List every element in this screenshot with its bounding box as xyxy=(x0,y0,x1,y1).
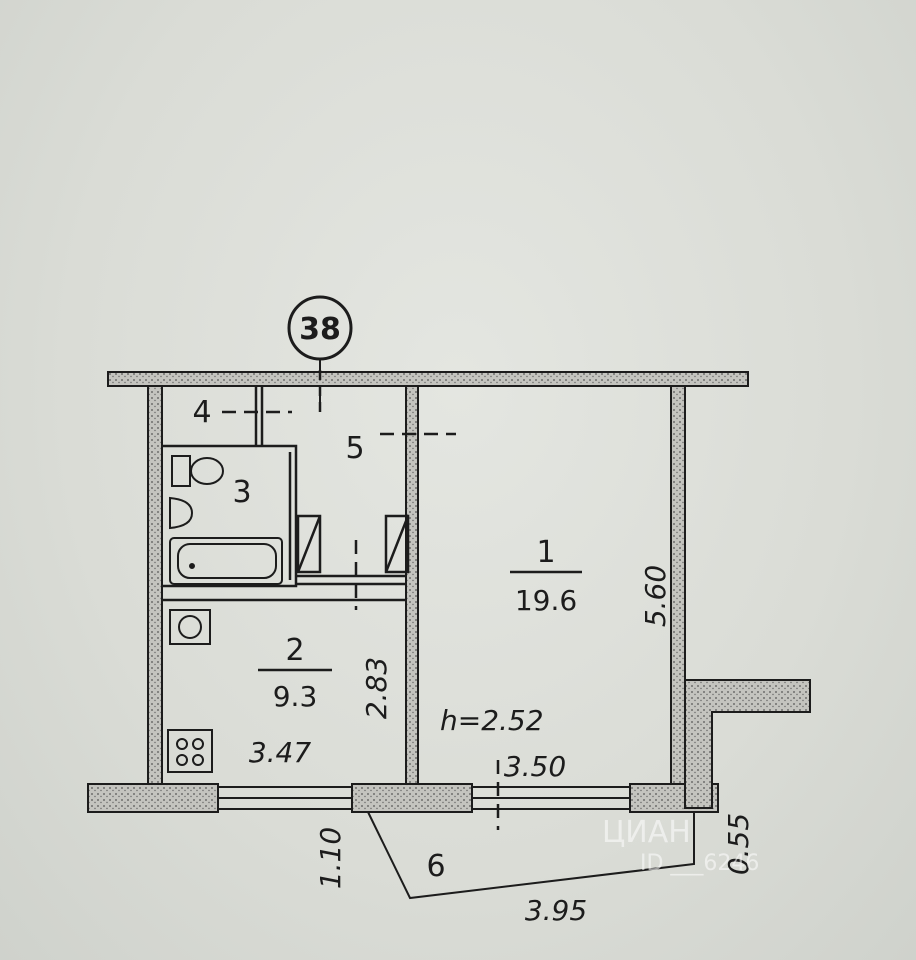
balcony-depth-dimension: 1.10 xyxy=(314,827,347,889)
stove-icon xyxy=(167,729,213,773)
room2-area: 9.3 xyxy=(273,680,318,713)
room1-area: 19.6 xyxy=(515,584,577,617)
partitions xyxy=(162,370,500,830)
kitchen-sink-icon xyxy=(169,609,211,645)
watermark: ЦИАН ID ___6246 xyxy=(602,815,759,876)
room4-number: 4 xyxy=(192,395,211,430)
sink-icon xyxy=(169,496,194,530)
toilet-icon xyxy=(171,455,224,487)
room1-number: 1 xyxy=(536,535,555,570)
room2-width-dimension: 3.47 xyxy=(249,736,312,769)
windows xyxy=(217,786,631,810)
room2-length-dimension: 2.83 xyxy=(360,657,393,719)
room1-width-dimension: 3.50 xyxy=(504,750,566,783)
room3-number: 3 xyxy=(232,475,251,510)
balcony-end-dimension: 0.55 xyxy=(722,813,755,875)
axis-label: 38 xyxy=(299,312,341,347)
room1-length-dimension: 5.60 xyxy=(639,565,672,627)
room5-number: 5 xyxy=(345,431,364,466)
room6-number: 6 xyxy=(426,849,445,884)
ceiling-height: h=2.52 xyxy=(440,704,544,737)
bathtub-icon xyxy=(169,537,283,585)
walls xyxy=(87,371,811,813)
balcony xyxy=(367,811,695,900)
room2-number: 2 xyxy=(285,633,304,668)
balcony-length-dimension: 3.95 xyxy=(525,894,587,927)
watermark-id: ID ___6246 xyxy=(640,851,759,876)
watermark-brand: ЦИАН xyxy=(602,815,691,850)
